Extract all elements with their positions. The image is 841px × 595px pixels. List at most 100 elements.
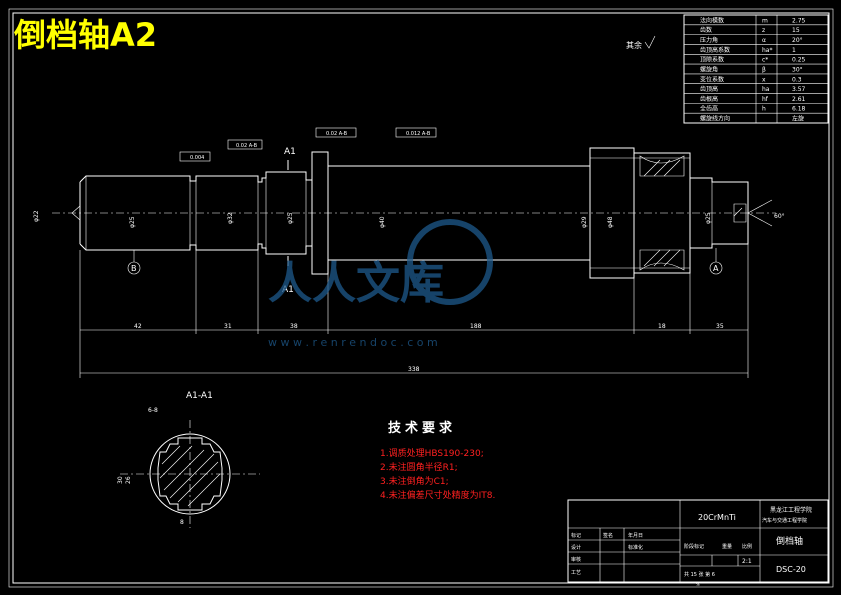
svg-text:0.02 A-B: 0.02 A-B	[236, 143, 258, 149]
svg-text:8: 8	[180, 519, 184, 526]
svg-text:38: 38	[290, 323, 298, 330]
tech-requirements: 技术要求 1.调质处理HBS190-230; 2.未注圆角半径R1; 3.未注倒…	[380, 420, 495, 501]
param-val: 2.75	[792, 17, 806, 24]
svg-text:共 15 张 第 6: 共 15 张 第 6	[684, 571, 715, 578]
param-sym: α	[762, 37, 766, 44]
datum-b-marker: B	[127, 250, 141, 275]
svg-text:B: B	[131, 264, 137, 273]
param-name: 压力角	[700, 36, 718, 44]
param-val: 左旋	[792, 115, 804, 123]
svg-text:35: 35	[716, 323, 724, 330]
param-name: 法向模数	[700, 16, 724, 24]
param-name: 齿顶高系数	[700, 46, 730, 54]
param-name: 全齿高	[700, 105, 718, 113]
svg-text:φ22: φ22	[33, 210, 40, 222]
svg-text:338: 338	[408, 366, 420, 373]
svg-text:签名: 签名	[603, 532, 613, 539]
center-hole-left	[71, 205, 81, 221]
svg-text:标准化: 标准化	[628, 544, 643, 551]
outer-frame	[8, 8, 834, 588]
svg-text:20CrMnTi: 20CrMnTi	[698, 513, 736, 522]
svg-text:3.未注倒角为C1;: 3.未注倒角为C1;	[380, 475, 449, 487]
param-sym: x	[762, 76, 766, 83]
param-name: 螺旋角	[700, 65, 718, 73]
svg-text:审核: 审核	[571, 556, 581, 563]
svg-text:A1: A1	[284, 147, 296, 157]
param-sym: h	[762, 106, 766, 113]
param-name: 变位系数	[700, 75, 724, 83]
svg-text:设计: 设计	[571, 544, 581, 551]
tolerance-frame-3: 0.02 A-B	[315, 127, 357, 138]
svg-text:φ25: φ25	[287, 212, 294, 224]
diameter-labels: φ25 φ32 φ25 φ40 φ29 φ48 φ25 φ22	[33, 210, 712, 228]
svg-text:42: 42	[134, 323, 142, 330]
shaft-outline	[79, 147, 749, 279]
svg-text:1.调质处理HBS190-230;: 1.调质处理HBS190-230;	[380, 447, 484, 459]
angle-label: 60°	[774, 213, 785, 220]
svg-text:工艺: 工艺	[571, 570, 581, 576]
param-sym: m	[762, 17, 768, 24]
param-name: 齿根高	[700, 95, 718, 103]
param-val: 3.57	[792, 86, 806, 93]
svg-text:2:1: 2:1	[742, 558, 752, 565]
dimension-values: 42 31 38 188 18 35 338	[134, 323, 724, 373]
param-sym: ha	[762, 86, 770, 93]
svg-text:0.02 A-B: 0.02 A-B	[326, 131, 348, 137]
svg-text:2.未注圆角半径R1;: 2.未注圆角半径R1;	[380, 461, 458, 473]
param-val: 0.3	[792, 76, 802, 83]
svg-text:0.004: 0.004	[190, 155, 204, 161]
param-val: 1	[792, 47, 796, 54]
param-sym: ha*	[762, 47, 772, 54]
tolerance-frame-2: 0.02 A-B	[227, 139, 263, 150]
drawing-title: 倒档轴A2	[13, 16, 157, 54]
roughness-symbol	[644, 35, 656, 49]
svg-text:φ32: φ32	[227, 212, 234, 224]
param-sym: hf	[762, 96, 769, 103]
watermark: 人人文库 w w w . r e n r e n d o c . c o m	[268, 219, 493, 349]
svg-text:年月日: 年月日	[628, 532, 643, 539]
roughness-other-label: 其余	[626, 40, 642, 50]
svg-text:张: 张	[696, 580, 700, 586]
svg-text:汽车与交通工程学院: 汽车与交通工程学院	[762, 517, 807, 524]
svg-text:比例: 比例	[742, 543, 752, 550]
svg-text:人人文库: 人人文库	[268, 258, 444, 309]
svg-text:18: 18	[658, 323, 666, 330]
gear-hatch	[639, 155, 747, 271]
svg-text:倒档轴: 倒档轴	[776, 535, 803, 547]
datum-a-marker: A	[709, 248, 723, 275]
param-name: 螺旋线方向	[700, 115, 730, 123]
param-val: 2.61	[792, 96, 806, 103]
param-val: 20°	[792, 37, 803, 44]
param-val: 15	[792, 27, 800, 34]
svg-text:阶段标记: 阶段标记	[684, 543, 704, 550]
svg-text:标记: 标记	[571, 532, 581, 539]
svg-text:A: A	[713, 264, 719, 273]
inner-frame	[12, 12, 830, 584]
svg-text:重量: 重量	[722, 543, 732, 550]
param-sym: z	[762, 27, 765, 34]
svg-text:188: 188	[470, 323, 482, 330]
svg-text:0.012 A-B: 0.012 A-B	[406, 131, 431, 137]
svg-text:4.未注偏差尺寸处精度为IT8.: 4.未注偏差尺寸处精度为IT8.	[380, 489, 495, 501]
svg-text:A1: A1	[282, 285, 294, 295]
svg-text:φ25: φ25	[129, 216, 136, 228]
section-view: A1-A1 6-8 8 30 26	[117, 391, 260, 528]
tolerance-frame-1: 0.004	[179, 151, 211, 162]
svg-text:26: 26	[125, 476, 132, 484]
svg-text:黑龙江工程学院: 黑龙江工程学院	[770, 506, 812, 514]
param-name: 顶隙系数	[700, 56, 724, 64]
tolerance-frame-4: 0.012 A-B	[395, 127, 437, 138]
svg-text:30: 30	[117, 476, 124, 484]
svg-text:φ25: φ25	[705, 212, 712, 224]
svg-text:φ40: φ40	[379, 216, 386, 228]
section-marker: A1 A1	[282, 147, 296, 295]
svg-text:φ29: φ29	[581, 216, 588, 228]
svg-text:A1-A1: A1-A1	[186, 391, 213, 401]
svg-text:31: 31	[224, 323, 232, 330]
param-name: 齿顶高	[700, 85, 718, 93]
param-name: 齿数	[700, 26, 712, 34]
title-block: 20CrMnTi 黑龙江工程学院 汽车与交通工程学院 倒档轴 DSC-20 阶段…	[567, 499, 829, 586]
svg-text:w w w . r e n r e n d o c . c: w w w . r e n r e n d o c . c o m	[268, 336, 438, 349]
